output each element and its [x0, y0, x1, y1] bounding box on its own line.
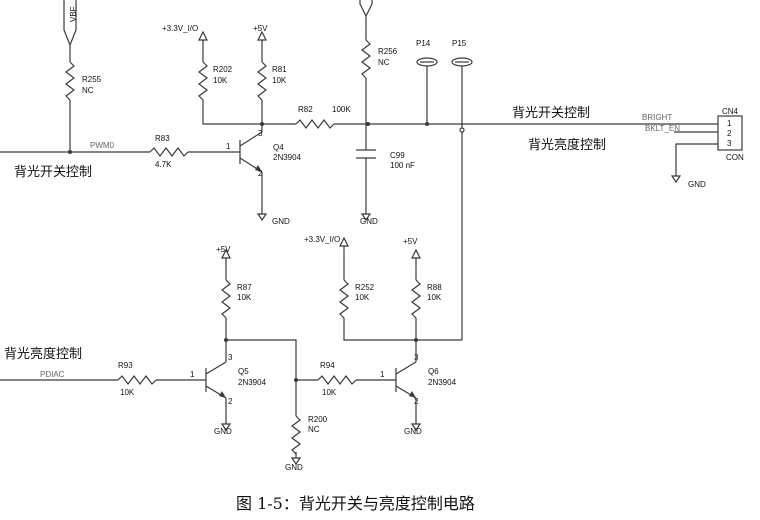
figure-caption: 图 1-5：背光开关与亮度控制电路 — [236, 494, 475, 513]
q4-collector-pin: 3 — [258, 129, 263, 138]
r82-value: 100K — [332, 105, 351, 114]
r83-resistor — [149, 147, 189, 157]
pdiac-label: PDIAC — [40, 370, 65, 379]
v33-mid-label: +3.3V_I/O — [304, 235, 340, 244]
r83-value: 4.7K — [155, 160, 172, 169]
q4-value: 2N3904 — [273, 153, 302, 162]
bright-label: BRIGHT — [642, 113, 672, 122]
brightness-label-left: 背光亮度控制 — [4, 346, 82, 362]
r87-value: 10K — [237, 293, 252, 302]
r200-ref: R200 — [308, 415, 328, 424]
r94-value: 10K — [322, 388, 337, 397]
q4-gnd-label: GND — [272, 217, 290, 226]
r93-resistor — [117, 375, 157, 385]
r81-value: 10K — [272, 76, 287, 85]
q5-transistor — [205, 361, 227, 399]
q5-collector-pin: 3 — [228, 353, 233, 362]
r202-value: 10K — [213, 76, 228, 85]
r82-resistor — [295, 119, 335, 129]
r252-ref: R252 — [355, 283, 375, 292]
r256-value: NC — [378, 58, 390, 67]
q4-emitter-pin: 2 — [258, 169, 263, 178]
q6-base-pin: 1 — [380, 370, 385, 379]
q6-ref: Q6 — [428, 367, 439, 376]
r88-value: 10K — [427, 293, 442, 302]
q5-base-pin: 1 — [190, 370, 195, 379]
cn4-pin-2: 2 — [727, 129, 732, 138]
r82-ref: R82 — [298, 105, 313, 114]
cn4-gnd-label: GND — [688, 180, 706, 189]
q4-transistor — [239, 131, 263, 173]
p15-ref: P15 — [452, 39, 467, 48]
cn4-pin-1: 1 — [727, 119, 732, 128]
r94-resistor — [317, 375, 357, 385]
backlight-switch-label-left: 背光开关控制 — [14, 165, 92, 180]
r94-ref: R94 — [320, 361, 335, 370]
cn4-ref: CN4 — [722, 107, 739, 116]
r252-resistor — [339, 279, 349, 319]
p14-ref: P14 — [416, 39, 431, 48]
q5-ref: Q5 — [238, 367, 249, 376]
q4-ref: Q4 — [273, 143, 284, 152]
q4-base-pin: 1 — [226, 142, 231, 151]
q5-value: 2N3904 — [238, 378, 267, 387]
r256-ref: R256 — [378, 47, 398, 56]
r202-resistor — [198, 61, 208, 101]
r255-ref: R255 — [82, 75, 102, 84]
cn4-pin-3: 3 — [727, 139, 732, 148]
r93-ref: R93 — [118, 361, 133, 370]
vbf-label: VBF — [69, 6, 78, 22]
r87-resistor — [221, 279, 231, 319]
bklt-en-label: BKLT_EN — [645, 124, 680, 133]
r200-value: NC — [308, 425, 320, 434]
cn4-value: CON — [726, 153, 744, 162]
v33-top-label: +3.3V_I/O — [162, 24, 198, 33]
r88-resistor — [411, 279, 421, 319]
q6-transistor — [395, 361, 417, 399]
r81-resistor — [257, 61, 267, 101]
q5-gnd-label: GND — [214, 427, 232, 436]
v5-q6-label: +5V — [403, 237, 418, 246]
r200-resistor — [291, 415, 301, 455]
q6-gnd-label: GND — [404, 427, 422, 436]
r200-gnd-label: GND — [285, 463, 303, 472]
r93-value: 10K — [120, 388, 135, 397]
r255-resistor — [65, 61, 75, 101]
r255-value: NC — [82, 86, 94, 95]
v5-top-label: +5V — [253, 24, 268, 33]
brightness-label-right: 背光亮度控制 — [528, 137, 606, 153]
r202-ref: R202 — [213, 65, 233, 74]
q5-emitter-pin: 2 — [228, 397, 233, 406]
cn4-connector — [717, 115, 743, 151]
q6-value: 2N3904 — [428, 378, 457, 387]
v5-q5-label: +5V — [216, 245, 231, 254]
c99-value: 100 nF — [390, 161, 415, 170]
pwm0-label: PWM0 — [90, 141, 115, 150]
r88-ref: R88 — [427, 283, 442, 292]
r81-ref: R81 — [272, 65, 287, 74]
r252-value: 10K — [355, 293, 370, 302]
r256-resistor — [361, 39, 371, 79]
c99-ref: C99 — [390, 151, 405, 160]
c99-gnd-label: GND — [360, 217, 378, 226]
backlight-switch-label-right: 背光开关控制 — [512, 106, 590, 121]
r83-ref: R83 — [155, 134, 170, 143]
r87-ref: R87 — [237, 283, 252, 292]
